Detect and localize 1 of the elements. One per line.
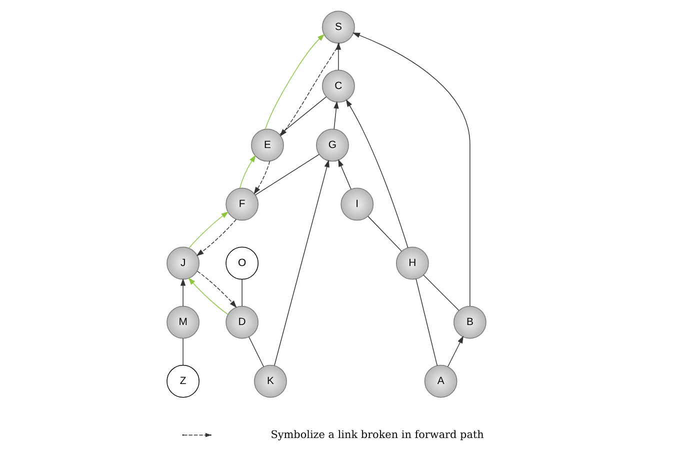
legend-label: Symbolize a link broken in forward path	[270, 428, 484, 441]
